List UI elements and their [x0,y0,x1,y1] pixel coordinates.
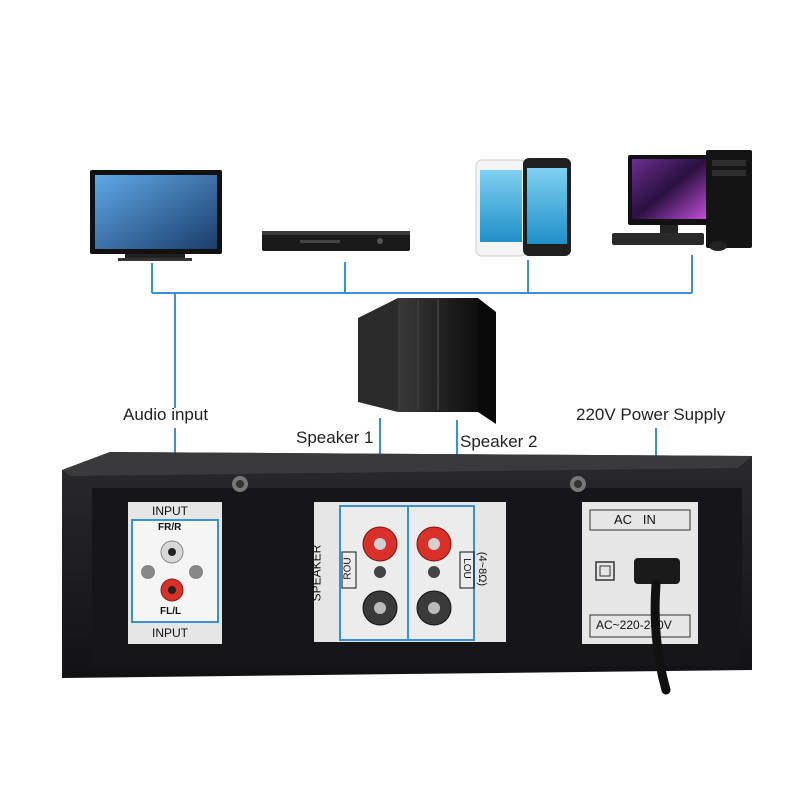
speaker1-label: Speaker 1 [296,428,374,447]
desktop-computer-icon [612,150,752,251]
dvd-player-icon [262,231,410,251]
speaker-vertical-label: SPEAKER [309,544,324,602]
power-supply-label: 220V Power Supply [576,405,726,424]
impedance-label: (4~8Ω) [476,551,489,587]
speaker-plate [314,502,506,642]
speaker2-label: Speaker 2 [460,432,538,451]
power-cord-icon [634,558,680,695]
lou-label: LOU [460,558,472,579]
ac-range-label: AC~220-240V [596,618,672,632]
fr-label: FR/R [158,522,182,533]
smartphones-icon [475,158,571,257]
speaker-cabinet-icon [358,298,496,424]
rou-label: ROU [342,557,354,580]
tv-icon [90,170,222,261]
ac-in-label: AC IN [614,512,656,527]
input-bottom-label: INPUT [152,626,188,640]
input-top-label: INPUT [152,504,188,518]
fl-label: FL/L [160,606,182,617]
input-plate [128,502,222,644]
audio-input-label: Audio input [123,405,209,424]
